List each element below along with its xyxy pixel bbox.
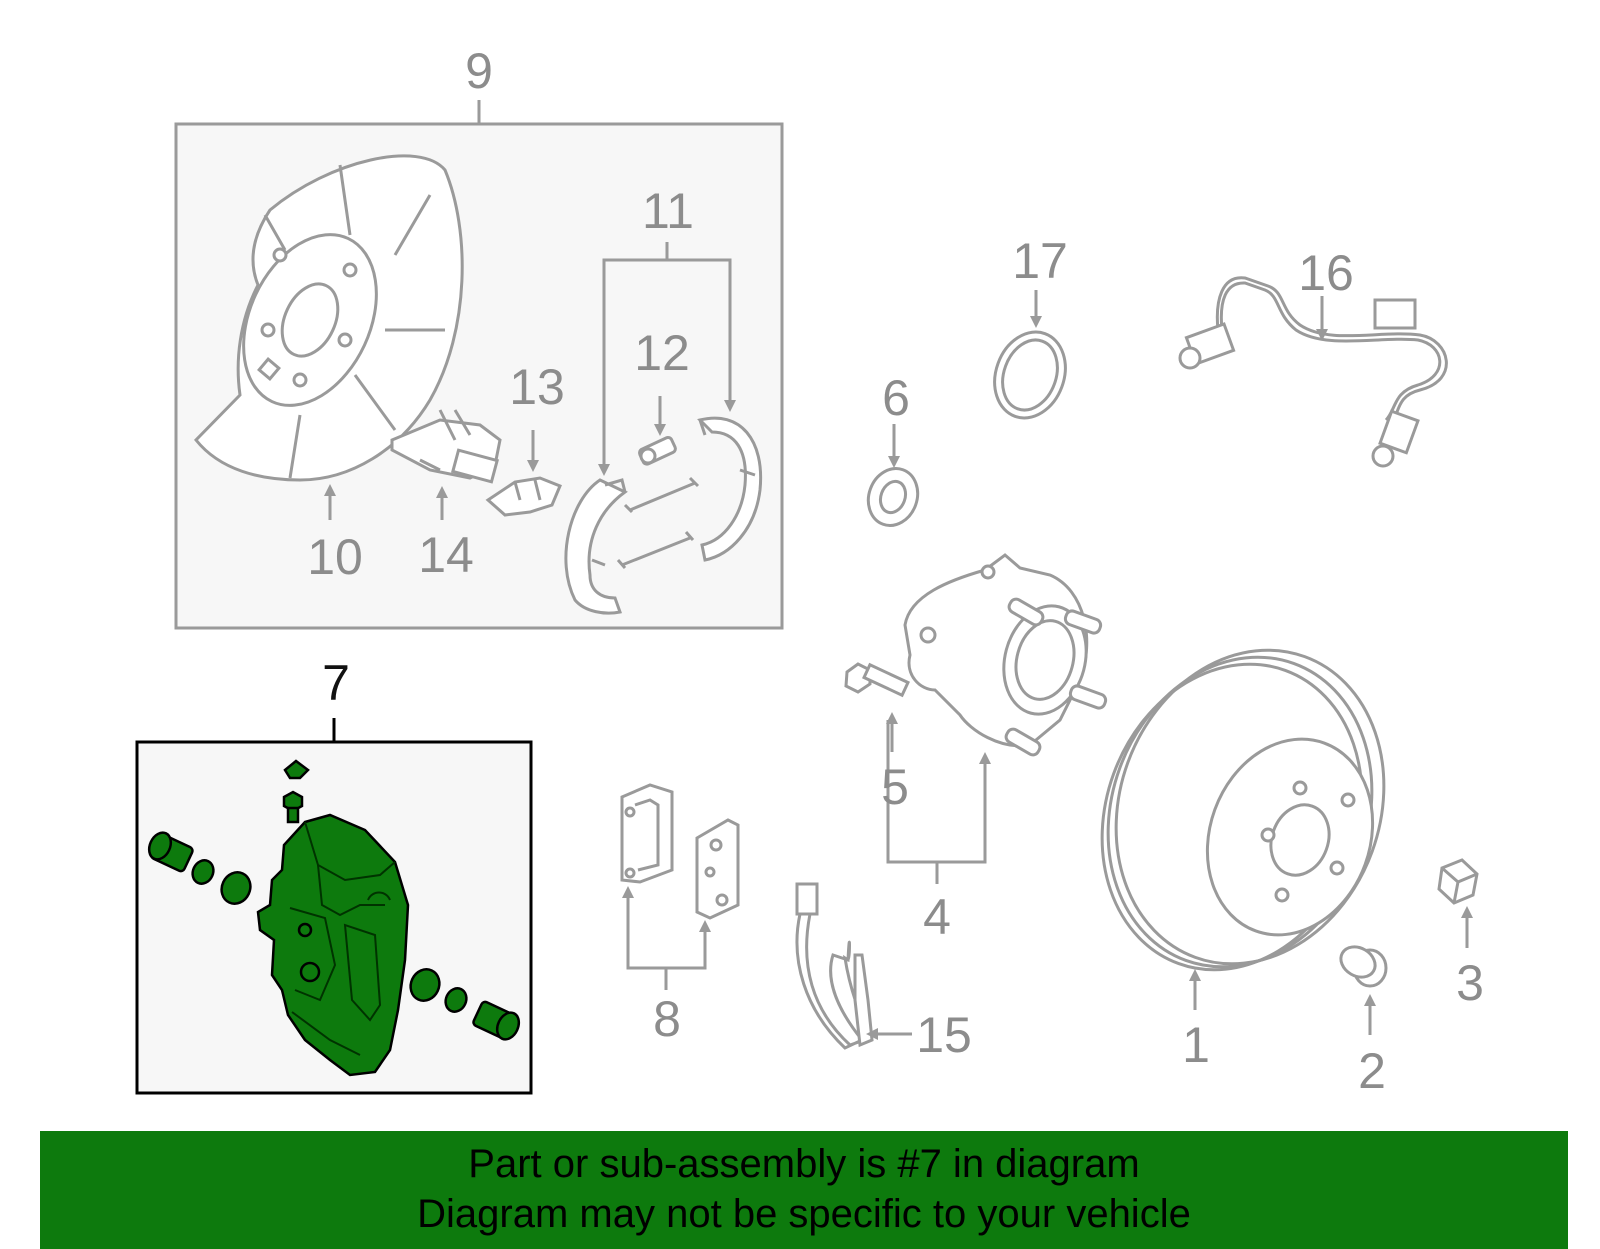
part-13-clip[interactable]	[485, 476, 562, 517]
part-6-washer[interactable]	[861, 462, 926, 533]
part-7-bleeder-cap[interactable]	[283, 759, 310, 780]
part-5-bolt[interactable]	[844, 662, 910, 698]
info-banner: Part or sub-assembly is #7 in diagram Di…	[40, 1131, 1568, 1249]
part-15-wear-sensor[interactable]	[795, 882, 874, 1050]
callout-16: 16	[1298, 245, 1354, 301]
part-11-shoe-left[interactable]	[564, 478, 628, 615]
part-1-rotor[interactable]	[1060, 612, 1427, 1007]
part-10-dust-shield[interactable]	[193, 154, 464, 482]
part-7-piston-left[interactable]	[145, 829, 194, 873]
callout-14: 14	[418, 527, 474, 583]
callout-12: 12	[634, 325, 690, 381]
part-7-boot-left[interactable]	[217, 868, 256, 909]
part-8-pad-right[interactable]	[695, 818, 740, 920]
callout-11: 11	[642, 183, 694, 239]
part-4-hub[interactable]	[903, 553, 1108, 757]
callout-4: 4	[923, 889, 951, 945]
callout-8-bracket	[622, 886, 711, 990]
callout-4-bracket	[886, 720, 991, 884]
part-3-nut[interactable]	[1437, 858, 1479, 905]
callout-6: 6	[882, 370, 910, 426]
callout-15: 15	[916, 1007, 972, 1063]
part-2-plug[interactable]	[1335, 941, 1388, 988]
part-11-shoe-right[interactable]	[697, 416, 763, 562]
part-7-seal-left[interactable]	[189, 857, 217, 887]
callout-2: 2	[1358, 1043, 1386, 1099]
callout-3: 3	[1456, 955, 1484, 1011]
part-12-pin[interactable]	[638, 435, 677, 466]
part-16-speed-sensor[interactable]	[1178, 276, 1448, 468]
part-8-pad-left[interactable]	[620, 783, 674, 884]
part-11-springs[interactable]	[616, 476, 700, 569]
callout-7: 7	[322, 655, 350, 711]
callout-1: 1	[1182, 1017, 1210, 1073]
part-7-piston-right[interactable]	[472, 1000, 523, 1043]
callout-17: 17	[1012, 233, 1068, 289]
callout-10: 10	[307, 529, 363, 585]
banner-line-1: Part or sub-assembly is #7 in diagram	[468, 1142, 1140, 1186]
banner-line-2: Diagram may not be specific to your vehi…	[417, 1192, 1191, 1236]
callout-9: 9	[465, 43, 493, 99]
callout-11-bracket	[598, 242, 736, 476]
part-7-boot-right[interactable]	[406, 965, 445, 1006]
callout-8: 8	[653, 991, 681, 1047]
callout-13: 13	[509, 359, 565, 415]
callout-5: 5	[881, 759, 909, 815]
part-7-bleeder-screw[interactable]	[282, 790, 304, 824]
part-17-seal[interactable]	[983, 322, 1077, 428]
part-7-caliper-assembly[interactable]	[145, 759, 523, 1077]
part-7-seal-right[interactable]	[442, 985, 470, 1015]
part-7-caliper-body[interactable]	[256, 813, 410, 1077]
part-14-adjuster[interactable]	[390, 409, 502, 484]
